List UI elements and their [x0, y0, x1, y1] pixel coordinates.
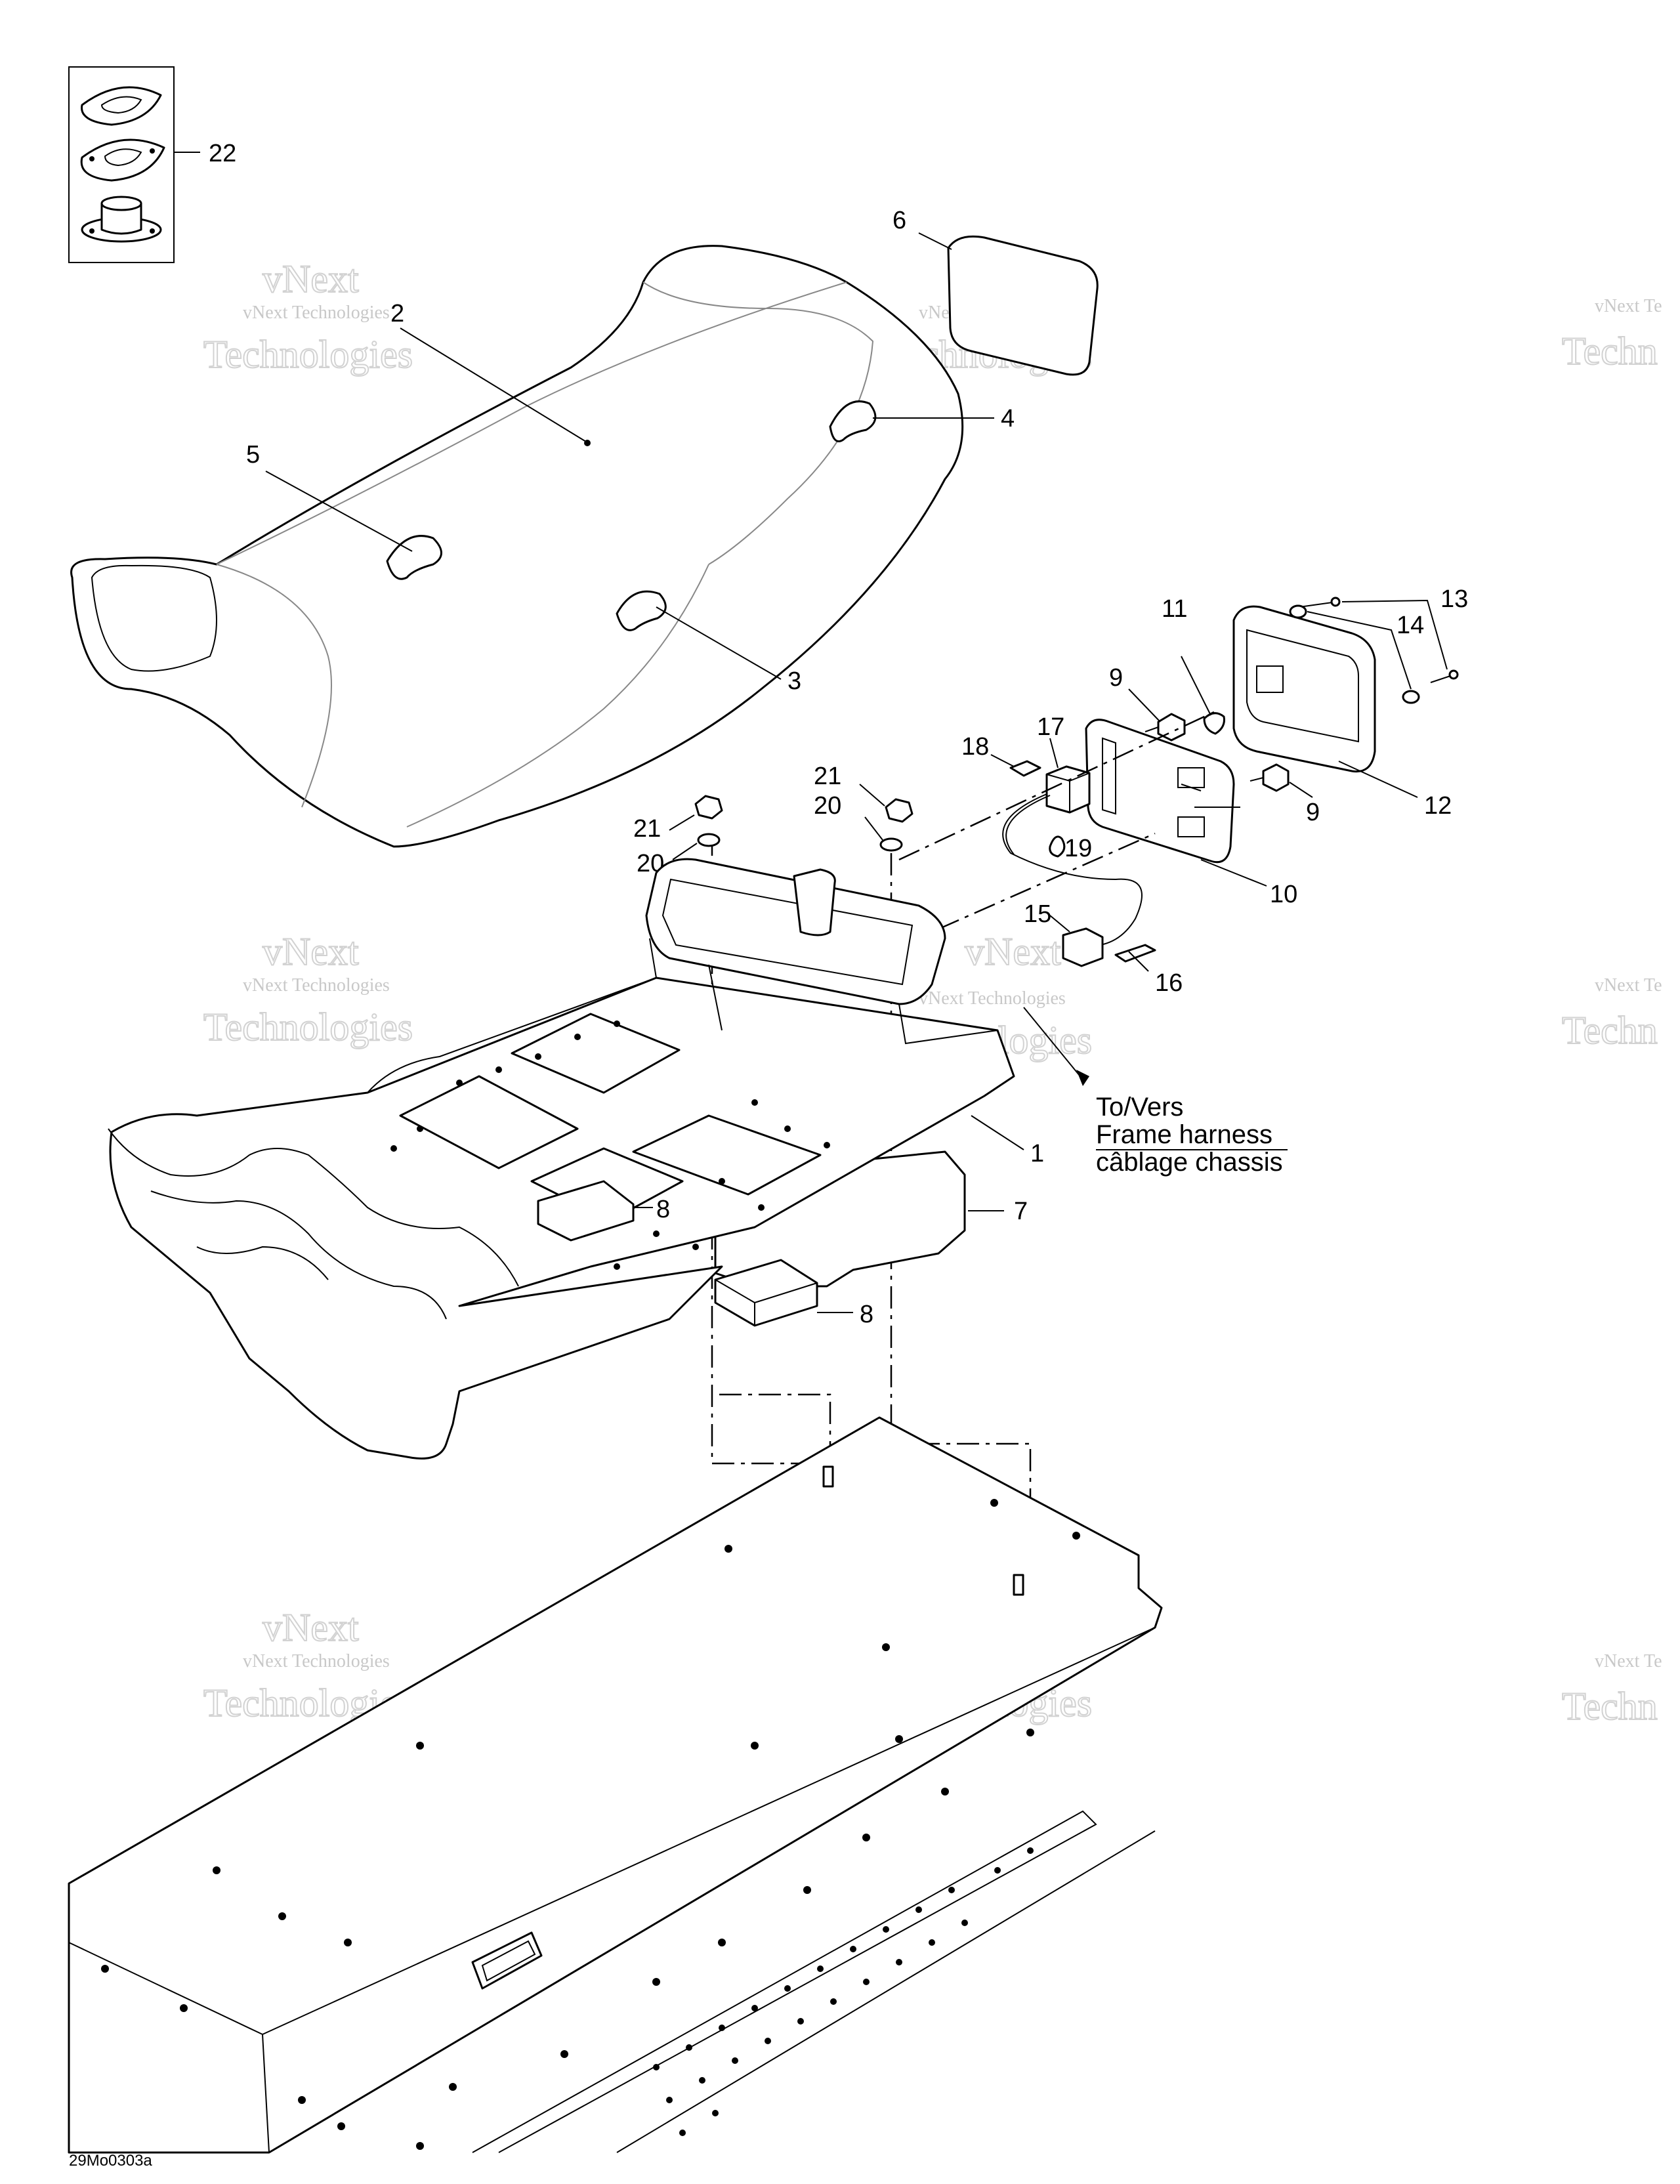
inset-box	[68, 66, 175, 263]
callout-21-right: 21	[814, 763, 841, 790]
svg-text:Techn: Techn	[1562, 1685, 1658, 1728]
callout-9-top: 9	[1109, 664, 1123, 692]
svg-text:vNext Technologies: vNext Technologies	[243, 975, 390, 996]
callout-21-left: 21	[633, 815, 661, 843]
tunnel-studs	[822, 1465, 1024, 1596]
part-3-label: 3	[616, 590, 801, 695]
part-20-washer-right: 20	[814, 792, 903, 852]
watermark-top-right-partial: vNext Te Techn	[1561, 296, 1662, 373]
part-22-bumper	[81, 196, 162, 243]
callout-7: 7	[1014, 1198, 1028, 1225]
base-rivet-holes	[390, 1020, 830, 1270]
part-17-relay: 17	[1037, 713, 1091, 814]
watermark-mid-right-partial: vNext Te Techn	[1561, 975, 1662, 1053]
svg-text:vNext: vNext	[262, 1606, 359, 1649]
watermark-top-left: vNext vNext Technologies Technologies	[203, 257, 413, 377]
part-5-label: 5	[246, 441, 442, 580]
svg-text:vNext Technologies: vNext Technologies	[919, 988, 1066, 1009]
part-4-label: 4	[829, 400, 1015, 442]
part-8-block-lower: 8	[714, 1259, 873, 1328]
part-2-seat: 2	[70, 245, 964, 848]
part-16-terminal: 16	[1114, 944, 1183, 997]
callout-6: 6	[892, 207, 906, 234]
callout-15: 15	[1024, 900, 1051, 928]
callout-20-right: 20	[814, 792, 841, 820]
callout-19: 19	[1064, 835, 1092, 862]
figure-code: 29Mo0303a	[69, 2152, 152, 2170]
part-20-washer-left: 20	[637, 833, 721, 877]
part-9-nuts: 9 9	[1109, 664, 1320, 826]
tunnel-rivets	[101, 1499, 1080, 2150]
part-22-inset: 22	[68, 66, 236, 263]
callout-17: 17	[1037, 713, 1064, 741]
callout-12: 12	[1424, 792, 1452, 820]
callout-2: 2	[390, 300, 404, 327]
part-12-tail-light-lens: 12	[1232, 605, 1452, 820]
svg-text:vNext: vNext	[965, 930, 1061, 973]
watermark-mid-left: vNext vNext Technologies Technologies	[203, 929, 413, 1049]
callout-11: 11	[1162, 595, 1187, 623]
callout-8-lower: 8	[860, 1301, 873, 1328]
part-19-grommet: 19	[1049, 835, 1092, 862]
footrest-holes	[653, 1847, 1034, 2136]
frame-harness-note: To/Vers Frame harness câblage chassis	[1096, 1093, 1288, 1177]
watermark-low-right-partial: vNext Te Techn	[1561, 1651, 1662, 1729]
callout-4: 4	[1001, 405, 1015, 432]
part-21-nut-right: 21	[814, 763, 914, 823]
part-18-terminal: 18	[961, 733, 1041, 777]
callout-9-bottom: 9	[1306, 799, 1320, 826]
svg-text:Technologies: Technologies	[203, 333, 413, 376]
callout-8-upper: 8	[656, 1196, 670, 1223]
part-15-connector: 15	[1024, 900, 1104, 967]
svg-text:vNext Te: vNext Te	[1595, 1651, 1662, 1671]
callout-5: 5	[246, 441, 260, 469]
tail-light-wire	[1002, 793, 1143, 947]
part-11-bulb: 11	[1162, 595, 1225, 735]
svg-text:vNext Te: vNext Te	[1595, 975, 1662, 996]
part-22-plate	[80, 138, 165, 182]
callout-1: 1	[1030, 1140, 1044, 1167]
svg-text:câblage chassis: câblage chassis	[1096, 1148, 1283, 1177]
part-6-reflector: 6	[892, 207, 1099, 376]
svg-text:To/Vers: To/Vers	[1096, 1093, 1183, 1122]
part-21-nut-left: 21	[633, 795, 723, 843]
part-13-screws: 13	[1299, 585, 1468, 683]
callout-22: 22	[209, 140, 236, 167]
callout-10: 10	[1270, 881, 1297, 908]
svg-text:vNext Technologies: vNext Technologies	[243, 1651, 390, 1671]
svg-text:vNext Technologies: vNext Technologies	[243, 303, 390, 323]
svg-text:vNext Te: vNext Te	[1595, 296, 1662, 316]
callout-14: 14	[1396, 612, 1424, 639]
part-22-pad	[81, 86, 162, 126]
harness-route-arrow	[1023, 1007, 1089, 1086]
svg-text:vNext: vNext	[262, 930, 359, 973]
svg-text:Frame harness: Frame harness	[1096, 1120, 1272, 1149]
chassis-tunnel	[68, 1416, 1163, 2154]
callout-13: 13	[1440, 585, 1468, 613]
part-14-washers: 14	[1289, 604, 1424, 704]
part-1-seat-base: 8 1	[108, 858, 1044, 1460]
svg-text:vNext: vNext	[262, 257, 359, 301]
svg-text:Technologies: Technologies	[203, 1005, 413, 1049]
callout-16: 16	[1155, 969, 1183, 997]
svg-text:Techn: Techn	[1562, 329, 1658, 373]
svg-text:Techn: Techn	[1562, 1009, 1658, 1052]
callout-3: 3	[788, 667, 801, 695]
callout-18: 18	[961, 733, 989, 761]
